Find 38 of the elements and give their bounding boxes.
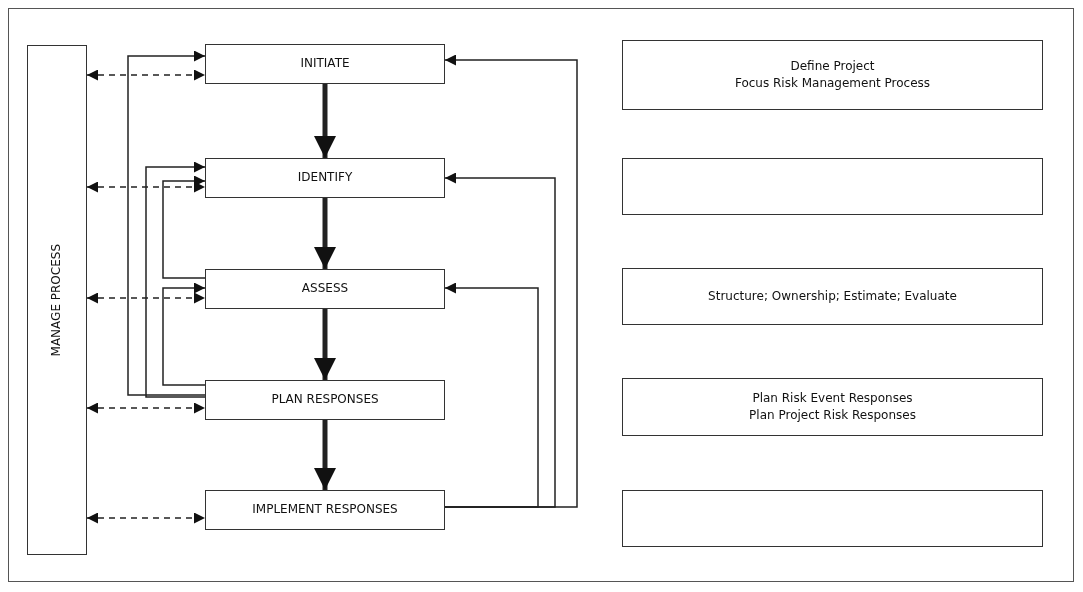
box-label: Structure; Ownership; Estimate; Evaluate xyxy=(708,287,957,305)
box-label: ASSESS xyxy=(301,280,349,298)
feedback-arrow xyxy=(444,54,578,508)
process-bar xyxy=(27,45,87,555)
box-label: Define Project xyxy=(790,57,875,75)
process-box xyxy=(622,40,1043,110)
process-box xyxy=(205,269,445,309)
dashed-arrow xyxy=(86,292,206,304)
feedback-arrow xyxy=(444,282,539,508)
process-box xyxy=(205,44,445,84)
box-label: Plan Risk Event Responses xyxy=(752,389,913,407)
vertical-label: MANAGE PROCESS xyxy=(48,243,65,357)
block-arrow xyxy=(314,198,336,269)
feedback-arrow xyxy=(127,50,206,396)
box-label: PLAN RESPONSES xyxy=(271,391,379,409)
block-arrow xyxy=(314,84,336,158)
box-label: Plan Project Risk Responses xyxy=(749,407,916,424)
box-label: IDENTIFY xyxy=(297,169,353,187)
dashed-arrow xyxy=(86,69,206,81)
dashed-arrow xyxy=(86,181,206,193)
process-box xyxy=(205,490,445,530)
box-label: INITIATE xyxy=(300,55,350,73)
box-label: IMPLEMENT RESPONSES xyxy=(252,501,398,519)
process-box xyxy=(205,158,445,198)
process-box xyxy=(622,378,1043,436)
feedback-arrow xyxy=(162,282,206,386)
block-arrow xyxy=(314,420,336,490)
dashed-arrow xyxy=(86,512,206,524)
process-box xyxy=(622,268,1043,325)
process-box xyxy=(205,380,445,420)
block-arrow xyxy=(314,309,336,380)
feedback-arrow xyxy=(444,172,556,508)
box-label: Focus Risk Management Process xyxy=(734,75,931,92)
dashed-arrow xyxy=(86,402,206,414)
empty-box xyxy=(622,158,1043,215)
empty-box xyxy=(622,490,1043,547)
feedback-arrow xyxy=(145,161,206,398)
feedback-arrow xyxy=(162,175,206,279)
